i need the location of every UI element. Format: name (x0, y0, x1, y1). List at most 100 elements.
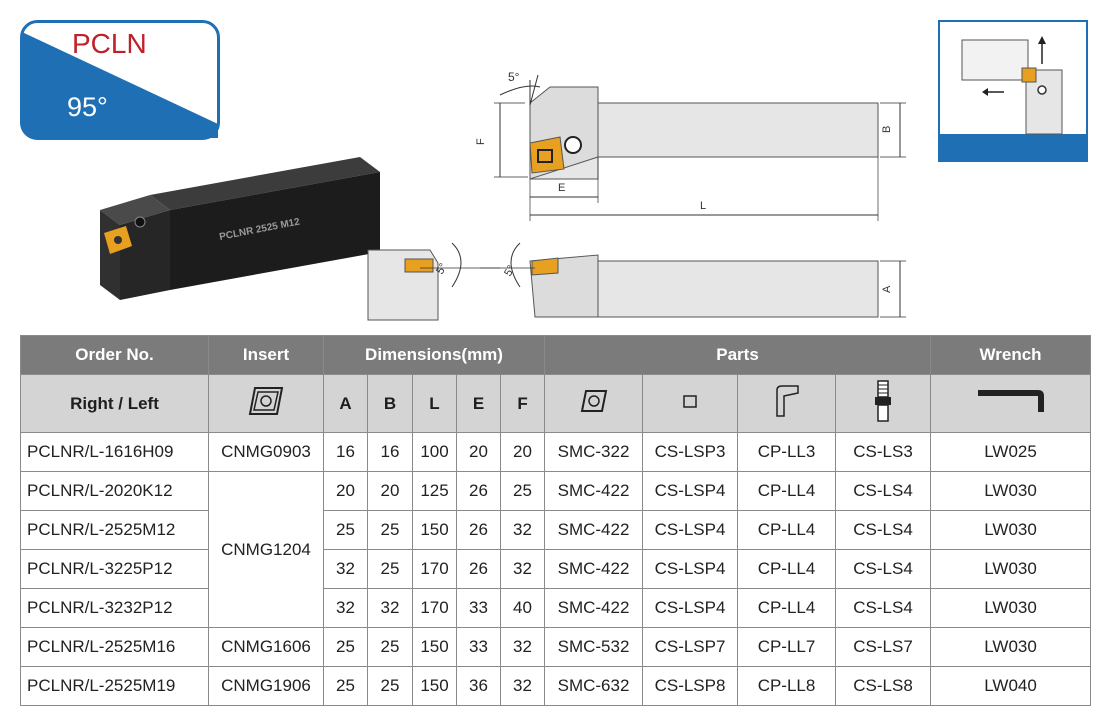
wrench-cell: LW030 (930, 471, 1092, 511)
subheader-order: Right / Left (20, 374, 209, 433)
wrench-cell: LW030 (930, 549, 1092, 589)
wrench-cell: LW030 (930, 510, 1092, 550)
order-cell: PCLNR/L-1616H09 (20, 432, 209, 472)
square-screw-icon (642, 374, 739, 433)
header-group-row: Order No. Insert Dimensions(mm) Parts Wr… (20, 335, 1092, 375)
screw-cell: CS-LSP4 (642, 549, 739, 589)
dim-A-label: A (881, 285, 893, 293)
dim-A-cell: 25 (323, 666, 368, 706)
clamp-cell: CP-LL4 (737, 471, 837, 511)
dim-E-cell: 33 (456, 627, 501, 667)
lever-cell: CS-LS8 (835, 666, 932, 706)
order-cell: PCLNR/L-2020K12 (20, 471, 209, 511)
clamp-cell: CP-LL4 (737, 549, 837, 589)
table-row: PCLNR/L-2020K12 CNMG1204 20 20 125 26 25… (20, 471, 1092, 628)
wrench-cell: LW030 (930, 627, 1092, 667)
dim-A-cell: 25 (323, 627, 368, 667)
header-sub-row: Right / Left A B L E F (20, 374, 1092, 433)
lever-cell: CS-LS4 (835, 471, 932, 511)
badge-title: PCLN (72, 28, 147, 59)
dim-F-label: F (475, 138, 487, 145)
dim-F-cell: 20 (499, 432, 546, 472)
spec-table: Order No. Insert Dimensions(mm) Parts Wr… (20, 335, 1092, 706)
screw-cell: CS-LSP4 (642, 588, 739, 628)
dim-L-cell: 150 (412, 627, 457, 667)
angle-side-left-label: 5° (434, 261, 450, 276)
dim-A-cell: 32 (323, 549, 368, 589)
header-parts: Parts (544, 335, 932, 375)
table-row: PCLNR/L-3225P12 32 25 170 26 32 SMC-422 … (20, 549, 1092, 589)
clamp-cell: CP-LL7 (737, 627, 837, 667)
technical-drawing: 5° F E L B 5° 5° A (360, 65, 920, 330)
dim-B-cell: 25 (367, 510, 413, 550)
header-insert: Insert (208, 335, 324, 375)
shim-cell: SMC-532 (544, 627, 644, 667)
shim-cell: SMC-422 (544, 471, 644, 511)
hex-wrench-icon (930, 374, 1092, 433)
dim-L-label: L (700, 200, 706, 212)
wrench-cell: LW025 (930, 432, 1092, 472)
insert-cell: CNMG1204 (208, 471, 324, 628)
subheader-L: L (412, 374, 457, 433)
lever-screw-icon (835, 374, 932, 433)
shim-icon (544, 374, 644, 433)
order-cell: PCLNR/L-2525M19 (20, 666, 209, 706)
dim-A-cell: 20 (323, 471, 368, 511)
dim-E-cell: 36 (456, 666, 501, 706)
table-row: PCLNR/L-2525M12 25 25 150 26 32 SMC-422 … (20, 510, 1092, 550)
lever-cell: CS-LS4 (835, 588, 932, 628)
table-row: PCLNR/L-2525M16 CNMG1606 25 25 150 33 32… (20, 627, 1092, 667)
dim-E-label: E (558, 182, 565, 194)
shim-cell: SMC-632 (544, 666, 644, 706)
order-cell: PCLNR/L-3225P12 (20, 549, 209, 589)
dim-A-cell: 32 (323, 588, 368, 628)
dim-E-cell: 26 (456, 471, 501, 511)
dim-E-cell: 33 (456, 588, 501, 628)
dim-L-cell: 170 (412, 588, 457, 628)
wrench-cell: LW040 (930, 666, 1092, 706)
shim-cell: SMC-422 (544, 588, 644, 628)
header-wrench: Wrench (930, 335, 1092, 375)
subheader-F: F (499, 374, 546, 433)
lever-cell: CS-LS4 (835, 549, 932, 589)
dim-B-label: B (881, 126, 893, 133)
lever-cell: CS-LS7 (835, 627, 932, 667)
dim-B-cell: 25 (367, 666, 413, 706)
shim-cell: SMC-422 (544, 549, 644, 589)
screw-cell: CS-LSP3 (642, 432, 739, 472)
dim-B-cell: 20 (367, 471, 413, 511)
table-row: PCLNR/L-1616H09 CNMG0903 16 16 100 20 20… (20, 432, 1092, 472)
dim-E-cell: 26 (456, 549, 501, 589)
badge-shape (20, 20, 220, 140)
dim-F-cell: 32 (499, 549, 546, 589)
order-cell: PCLNR/L-3232P12 (20, 588, 209, 628)
insert-icon (208, 374, 324, 433)
dim-F-cell: 40 (499, 588, 546, 628)
dim-E-cell: 20 (456, 432, 501, 472)
screw-cell: CS-LSP4 (642, 471, 739, 511)
order-cell: PCLNR/L-2525M12 (20, 510, 209, 550)
table-row: PCLNR/L-2525M19 CNMG1906 25 25 150 36 32… (20, 666, 1092, 706)
subheader-B: B (367, 374, 413, 433)
product-image: PCLNR 2525 M12 (90, 150, 400, 300)
lever-cell: CS-LS4 (835, 510, 932, 550)
clamp-cell: CP-LL4 (737, 588, 837, 628)
lever-cell: CS-LS3 (835, 432, 932, 472)
clamp-icon (737, 374, 837, 433)
operation-diagram (938, 20, 1088, 162)
dim-F-cell: 32 (499, 627, 546, 667)
angle-side-right-label: 5° (502, 263, 518, 278)
dim-F-cell: 32 (499, 666, 546, 706)
order-cell: PCLNR/L-2525M16 (20, 627, 209, 667)
clamp-cell: CP-LL3 (737, 432, 837, 472)
dim-B-cell: 16 (367, 432, 413, 472)
shim-cell: SMC-322 (544, 432, 644, 472)
insert-cell: CNMG0903 (208, 432, 324, 472)
dim-B-cell: 32 (367, 588, 413, 628)
clamp-cell: CP-LL4 (737, 510, 837, 550)
header-dimensions: Dimensions(mm) (322, 335, 546, 375)
angle-top-label: 5° (508, 70, 520, 84)
dim-F-cell: 25 (499, 471, 546, 511)
screw-cell: CS-LSP4 (642, 510, 739, 550)
insert-cell: CNMG1906 (208, 666, 324, 706)
